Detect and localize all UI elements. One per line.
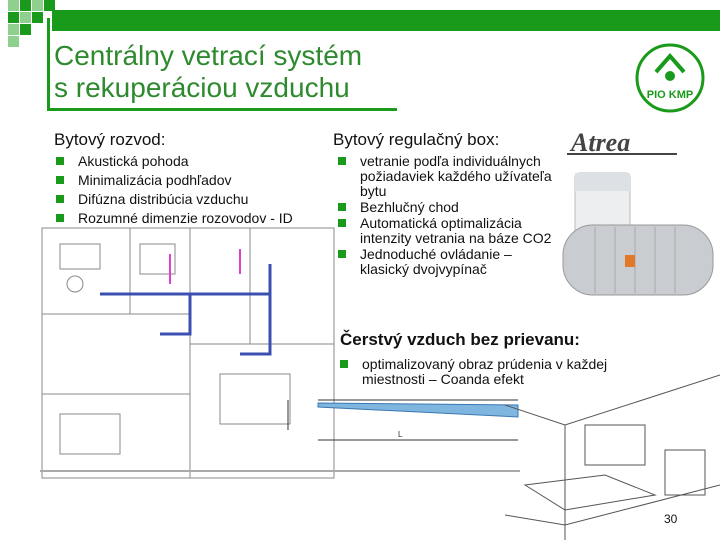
bullet-icon	[340, 360, 348, 368]
list-item: Minimalizácia podhľadov	[56, 173, 346, 188]
list-item: Jednoduché ovládanie – klasický dvojvypí…	[338, 247, 558, 277]
bullet-icon	[56, 157, 64, 165]
page-number: 30	[664, 512, 678, 526]
decor-square	[32, 0, 43, 11]
bullet-icon	[338, 250, 346, 258]
atrea-logo: Atrea	[567, 128, 677, 157]
brand-text: Atrea	[569, 128, 630, 157]
bullet-icon	[56, 176, 64, 184]
list-item: Bezhlučný chod	[338, 200, 558, 215]
list-item: optimalizovaný obraz prúdenia v každej m…	[340, 357, 660, 387]
logo-text: PIO KMP	[647, 89, 693, 101]
left-list: Akustická pohoda Minimalizácia podhľadov…	[56, 154, 346, 230]
list-item: Akustická pohoda	[56, 154, 346, 169]
page-title: Centrálny vetrací systém s rekuperáciou …	[54, 40, 574, 104]
left-heading: Bytový rozvod:	[54, 130, 166, 149]
pio-kmp-logo: PIO KMP	[635, 43, 705, 113]
room-sketch	[505, 374, 720, 540]
decor-square	[32, 12, 43, 23]
bullet-icon	[56, 214, 64, 222]
list-item: Difúzna distribúcia vzduchu	[56, 192, 346, 207]
title-line-1: Centrálny vetrací systém	[54, 40, 363, 71]
regulation-box-image	[562, 172, 714, 296]
fresh-air-heading: Čerstvý vzduch bez prievanu:	[340, 330, 580, 349]
decor-square	[20, 0, 31, 11]
divider	[40, 470, 520, 472]
right-list: vetranie podľa individuálnych požiadavie…	[338, 154, 558, 278]
decor-square	[8, 0, 19, 11]
list-item: Rozumné dimenzie rozovodov - ID	[56, 211, 346, 226]
bullet-icon	[338, 157, 346, 165]
list-item: vetranie podľa individuálnych požiadavie…	[338, 154, 558, 199]
diagram-label: L	[398, 430, 403, 439]
decor-square	[44, 0, 55, 11]
decor-square	[20, 12, 31, 23]
bullet-icon	[338, 203, 346, 211]
decor-square	[8, 36, 19, 47]
right-heading: Bytový regulačný box:	[333, 130, 500, 149]
bullet-icon	[338, 219, 346, 227]
bullet-icon	[56, 195, 64, 203]
decor-square	[20, 24, 31, 35]
header-bar	[52, 10, 720, 31]
title-border-vertical	[47, 18, 50, 110]
decor-square	[8, 12, 19, 23]
title-line-2: s rekuperáciou vzduchu	[54, 72, 350, 103]
floor-plan-drawing	[41, 227, 335, 479]
title-border-horizontal	[47, 108, 397, 111]
list-item: Automatická optimalizácia intenzity vetr…	[338, 216, 558, 246]
decor-square	[8, 24, 19, 35]
fresh-air-list: optimalizovaný obraz prúdenia v každej m…	[340, 357, 660, 387]
coanda-diagram: L	[287, 399, 519, 441]
